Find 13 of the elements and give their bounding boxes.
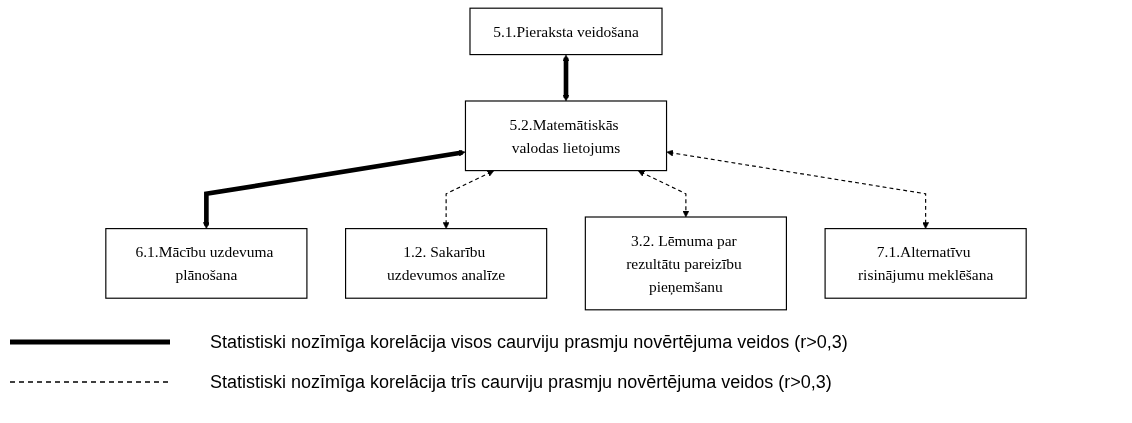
node-box: 6.1.Mācību uzdevuma plānošana [105,228,308,299]
legend-text: Statistiski nozīmīga korelācija trīs caurviju prasmju novērtējuma veidos (r>0,3) [210,371,832,393]
node-box: 1.2. Sakarību uzdevumos analīze [345,228,548,299]
node-box: 7.1.Alternatīvu risinājumu meklēšana [824,228,1027,299]
arrow [202,149,466,229]
node-box: 5.1.Pieraksta veidošana [469,7,663,56]
arrow [562,54,570,102]
arrow [666,149,930,229]
arrow [637,170,690,218]
legend-text: Statistiski nozīmīga korelācija visos caurviju prasmju novērtējuma veidos (r>0,3) [210,331,848,353]
node-box: 3.2. Lēmuma par rezultātu pareizību pieņemšanu [584,216,787,311]
arrow [442,170,495,229]
node-box: 5.2.Matemātiskās valodas lietojums [464,100,668,172]
